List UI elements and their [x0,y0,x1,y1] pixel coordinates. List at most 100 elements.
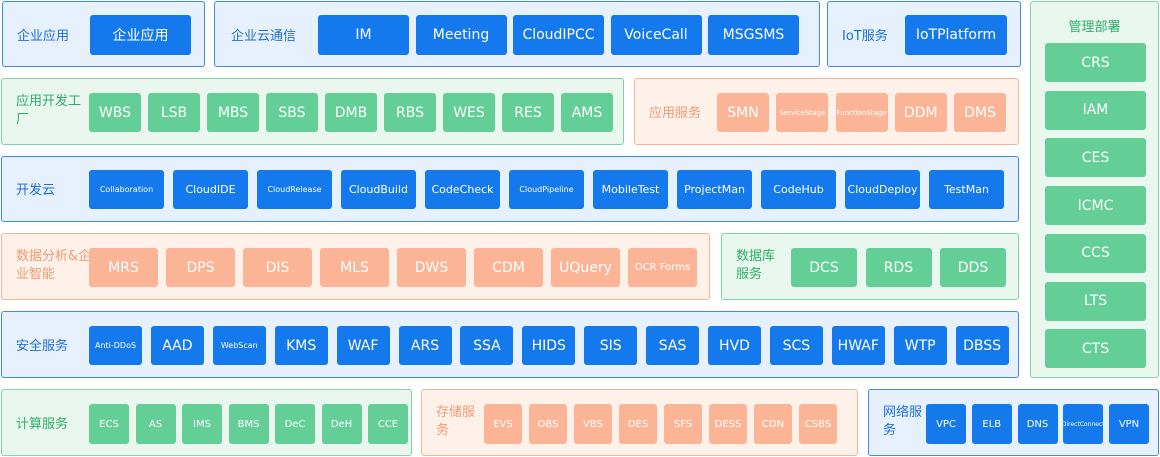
service-chip-directconnect[interactable]: DirectConnect [1063,404,1104,444]
service-chip-functionstage[interactable]: FunctionStage [835,93,888,132]
group-label: 数据库服务 [736,249,776,282]
service-chip-cdm[interactable]: CDM [474,248,543,287]
service-chip-res[interactable]: RES [502,93,554,132]
management-chip-iam[interactable]: IAM [1045,90,1146,130]
service-chip-projectman[interactable]: ProjectMan [677,170,752,209]
service-chip-vpn[interactable]: VPN [1109,404,1149,444]
service-chip-elb[interactable]: ELB [971,404,1012,444]
group-label: 企业云通信 [231,29,297,44]
management-chip-cts[interactable]: CTS [1045,329,1146,369]
service-chip-waf[interactable]: WAF [336,326,390,365]
service-chip-mobiletest[interactable]: MobileTest [593,170,668,209]
service-chip-cdn[interactable]: CDN [754,404,792,444]
service-chip-cloudide[interactable]: CloudIDE [173,170,248,209]
group-label: 开发云 [16,183,56,198]
service-chip-dmb[interactable]: DMB [325,93,377,132]
service-chip-hwaf[interactable]: HWAF [831,326,885,365]
service-chip-vbs[interactable]: VBS [574,404,612,444]
service-chip-ams[interactable]: AMS [561,93,613,132]
service-chip-sis[interactable]: SIS [584,326,638,365]
management-chip-crs[interactable]: CRS [1045,43,1146,82]
service-chip-obs[interactable]: OBS [529,404,567,444]
management-title: 管理部署 [1068,20,1121,35]
management-chip-lts[interactable]: LTS [1045,281,1146,321]
service-chip-cloudpipeline[interactable]: CloudPipeline [509,170,584,209]
service-chip-cloudrelease[interactable]: CloudRelease [257,170,332,209]
service-chip-mbs[interactable]: MBS [207,93,259,132]
service-chip-scs[interactable]: SCS [769,326,823,365]
service-chip-wbs[interactable]: WBS [89,93,141,132]
service-chip-webscan[interactable]: WebScan [212,326,266,365]
service-chip-dbss[interactable]: DBSS [955,326,1009,365]
service-chip-meeting[interactable]: Meeting [415,15,507,55]
service-chip-uquery[interactable]: UQuery [551,248,620,287]
service-chip-kms[interactable]: KMS [274,326,328,365]
service-chip-mls[interactable]: MLS [320,248,389,287]
service-chip-ddm[interactable]: DDM [894,93,947,132]
service-chip-rds[interactable]: RDS [865,248,932,287]
service-chip-collaboration[interactable]: Collaboration [89,170,164,209]
service-chip-testman[interactable]: TestMan [929,170,1004,209]
service-chip-item[interactable]: 企业应用 [90,15,191,55]
service-chip-dps[interactable]: DPS [166,248,235,287]
management-deployment-panel: 管理部署 CRS IAM CES ICMC CCS LTS CTS [1030,1,1159,378]
service-chip-ssa[interactable]: SSA [460,326,514,365]
group-label: 应用开发工厂 [16,94,82,127]
management-chip-ces[interactable]: CES [1045,138,1146,178]
service-chip-hvd[interactable]: HVD [708,326,761,365]
service-chip-wes[interactable]: WES [443,93,495,132]
service-chip-rbs[interactable]: RBS [384,93,436,132]
service-chip-dns[interactable]: DNS [1017,404,1058,444]
management-chip-ccs[interactable]: CCS [1045,233,1146,273]
service-chip-cce[interactable]: CCE [368,404,408,444]
service-chip-sas[interactable]: SAS [646,326,700,365]
service-chip-ims[interactable]: IMS [182,404,222,444]
service-chip-ocr-forms[interactable]: OCR Forms [628,248,697,287]
service-chip-dms[interactable]: DMS [954,93,1006,132]
management-chip-icmc[interactable]: ICMC [1045,186,1146,226]
service-chip-ecs[interactable]: ECS [89,404,129,444]
service-chip-im[interactable]: IM [318,15,409,55]
service-chip-anti-ddos[interactable]: Anti-DDoS [89,326,142,365]
service-chip-bms[interactable]: BMS [228,404,269,444]
service-chip-evs[interactable]: EVS [484,404,522,444]
service-chip-dws[interactable]: DWS [397,248,466,287]
service-chip-codehub[interactable]: CodeHub [761,170,836,209]
service-chip-des[interactable]: DES [619,404,657,444]
service-chip-smn[interactable]: SMN [717,93,769,132]
service-chip-aad[interactable]: AAD [150,326,204,365]
service-chip-dess[interactable]: DESS [709,404,747,444]
service-chip-sfs[interactable]: SFS [664,404,702,444]
service-chip-hids[interactable]: HIDS [522,326,576,365]
service-chip-wtp[interactable]: WTP [893,326,947,365]
service-chip-lsb[interactable]: LSB [148,93,200,132]
service-chip-dis[interactable]: DIS [243,248,312,287]
service-chip-deh[interactable]: DeH [321,404,362,444]
group-label: 存储服务 [436,405,476,438]
service-chip-msgsms[interactable]: MSGSMS [708,15,799,55]
service-chip-servicestage[interactable]: ServiceStage [776,93,829,132]
service-chip-sbs[interactable]: SBS [266,93,318,132]
service-chip-csbs[interactable]: CSBS [799,404,837,444]
service-chip-dds[interactable]: DDS [940,248,1006,287]
service-chip-cloudipcc[interactable]: CloudIPCC [513,15,604,55]
service-chip-clouddeploy[interactable]: CloudDeploy [845,170,920,209]
service-chip-ars[interactable]: ARS [398,326,452,365]
service-chip-cloudbuild[interactable]: CloudBuild [341,170,416,209]
service-chip-iotplatform[interactable]: IoTPlatform [905,15,1007,55]
service-chip-mrs[interactable]: MRS [89,248,158,287]
service-chip-dcs[interactable]: DCS [791,248,857,287]
service-chip-as[interactable]: AS [135,404,176,444]
service-chip-dec[interactable]: DeC [275,404,315,444]
service-chip-voicecall[interactable]: VoiceCall [610,15,702,55]
service-chip-vpc[interactable]: VPC [926,404,966,444]
service-chip-codecheck[interactable]: CodeCheck [425,170,500,209]
